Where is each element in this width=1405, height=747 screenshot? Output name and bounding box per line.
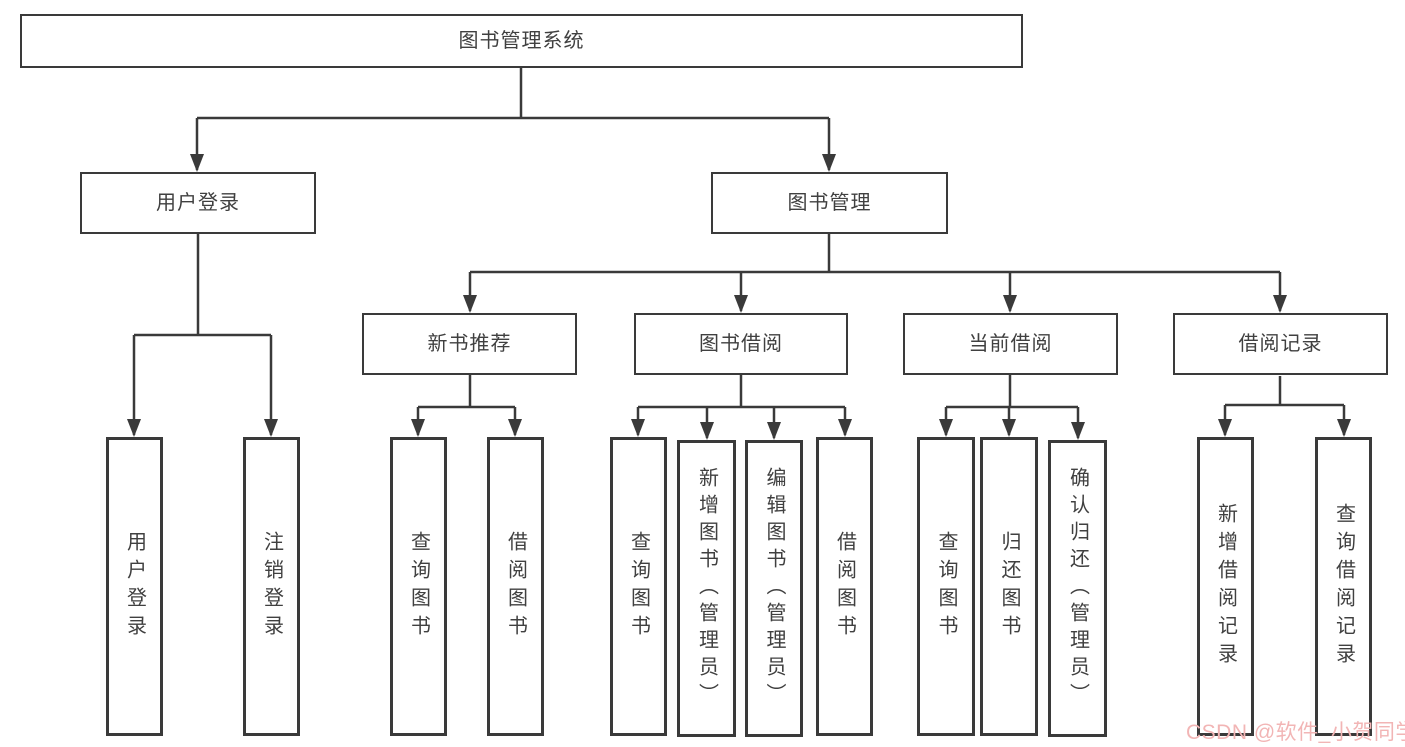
node-new-book-recommend: 新书推荐 xyxy=(362,313,577,375)
node-user-login: 用户登录 xyxy=(80,172,316,234)
connector-borrow-to-leaves xyxy=(631,375,852,440)
leaf-edit-book-admin: 编辑图书（管理员） xyxy=(745,440,803,737)
node-book-management: 图书管理 xyxy=(711,172,948,234)
connector-current-to-leaves xyxy=(939,375,1085,440)
node-borrow-records: 借阅记录 xyxy=(1173,313,1388,375)
leaf-return-books: 归还图书 xyxy=(980,437,1038,736)
leaf-query-books: 查询图书 xyxy=(917,437,975,736)
node-book-management-system: 图书管理系统 xyxy=(20,14,1023,68)
leaf-confirm-return-admin: 确认归还（管理员） xyxy=(1048,440,1107,737)
connector-book-management-to-level3 xyxy=(463,234,1287,313)
connector-new-book-to-leaves xyxy=(411,375,522,437)
leaf-query-books: 查询图书 xyxy=(390,437,447,736)
node-book-borrow: 图书借阅 xyxy=(634,313,848,375)
node-current-borrow: 当前借阅 xyxy=(903,313,1118,375)
leaf-query-borrow-record: 查询借阅记录 xyxy=(1315,437,1372,736)
connector-records-to-leaves xyxy=(1218,376,1351,437)
leaf-add-borrow-record: 新增借阅记录 xyxy=(1197,437,1254,736)
leaf-user-login: 用户登录 xyxy=(106,437,163,736)
connector-root-to-level2 xyxy=(190,68,836,172)
connector-user-login-to-leaves xyxy=(127,234,278,437)
leaf-borrow-books: 借阅图书 xyxy=(816,437,873,736)
leaf-borrow-books: 借阅图书 xyxy=(487,437,544,736)
leaf-add-book-admin: 新增图书（管理员） xyxy=(677,440,736,737)
watermark-csdn: CSDN @软件_小贺同学 xyxy=(1186,721,1405,744)
leaf-logout: 注销登录 xyxy=(243,437,300,736)
leaf-query-books: 查询图书 xyxy=(610,437,667,736)
